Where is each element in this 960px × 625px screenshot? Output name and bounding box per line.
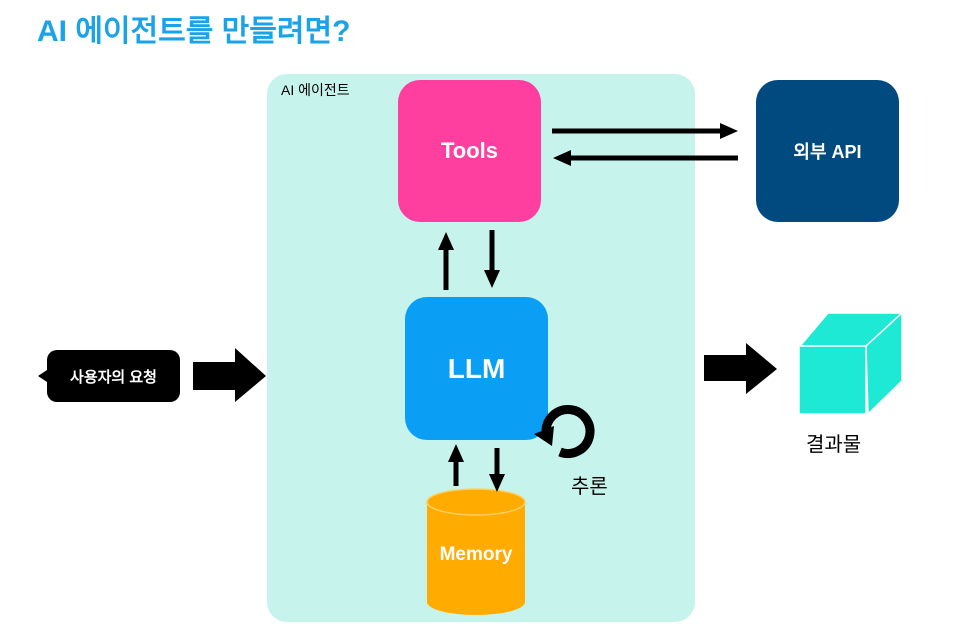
reasoning-loop-icon [534,405,595,458]
arrow-request-to-agent [193,348,266,402]
page-title: AI 에이전트를 만들려면? [37,15,351,48]
llm-box: LLM [405,297,548,440]
result-cube-icon [798,311,904,416]
memory-cylinder [426,488,526,615]
memory-label: Memory [440,544,513,565]
result-label: 결과물 [806,434,862,456]
tools-label: Tools [440,138,499,163]
bubble-tail [38,370,47,382]
ai-agent-label: AI 에이전트 [281,82,350,98]
external-api-label: 외부 API [793,142,862,162]
user-request-bubble: 사용자의 요청 [47,350,180,402]
external-api-box: 외부 API [756,80,899,222]
tools-box: Tools [398,80,541,222]
arrow-agent-to-result [704,343,777,394]
user-request-label: 사용자의 요청 [70,368,157,386]
llm-label: LLM [447,352,506,384]
reasoning-label: 추론 [571,476,608,498]
